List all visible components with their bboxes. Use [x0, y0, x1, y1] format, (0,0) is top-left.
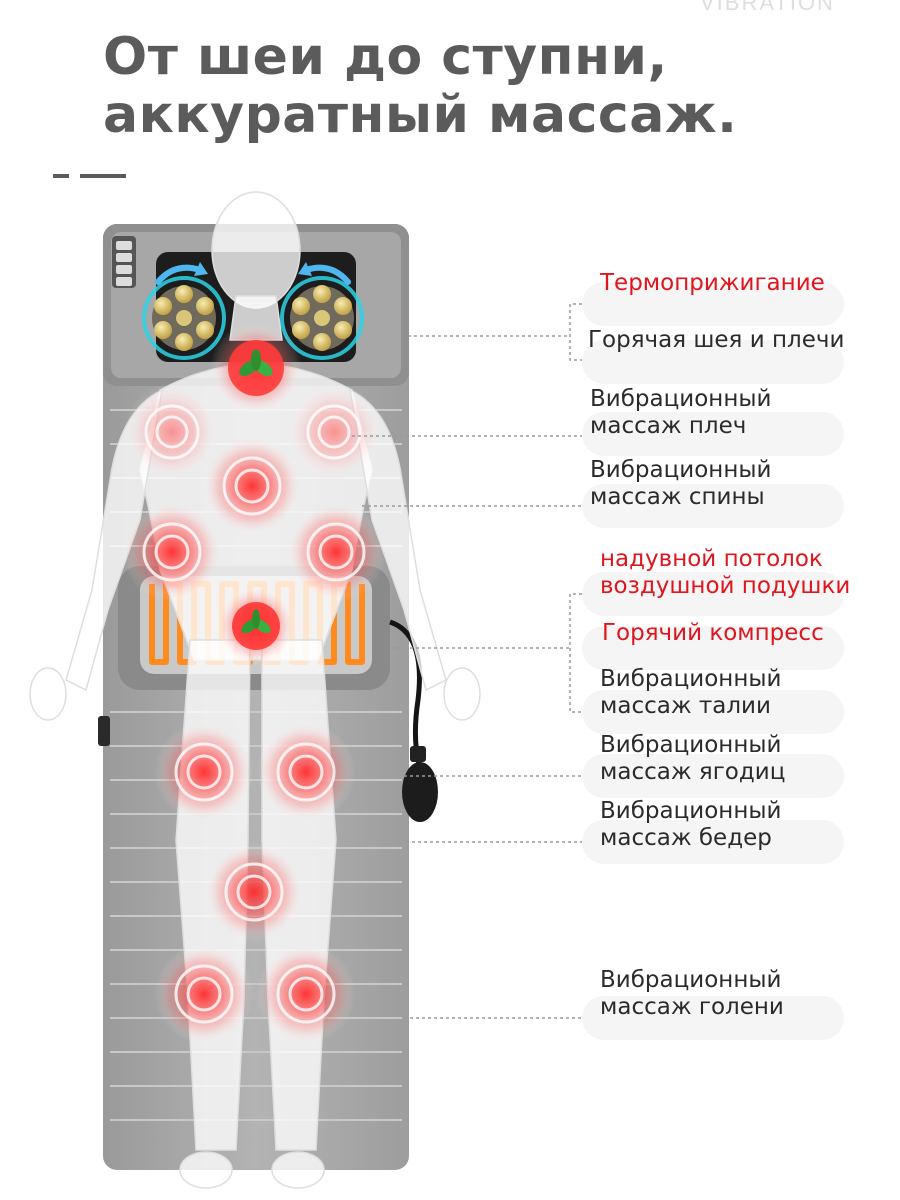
- remote-control-icon: [112, 236, 136, 288]
- herb-leaf-icon: [239, 349, 273, 376]
- title-line-2: аккуратный массаж.: [103, 85, 738, 145]
- label-waist-line1: Вибрационный: [600, 666, 782, 692]
- label-waist-line2: массаж талии: [600, 693, 771, 719]
- callout-lines: [352, 303, 582, 1019]
- label-shoulders-line2: массаж плеч: [590, 413, 747, 439]
- label-calves: Вибрационный массаж голени: [600, 967, 784, 1021]
- vibration-point-back: [202, 436, 302, 536]
- label-compress: Горячий компресс: [602, 620, 824, 646]
- vibration-point-waist-right: [286, 502, 386, 602]
- title-dash-long: [80, 174, 126, 178]
- pill-buttocks: [582, 754, 844, 798]
- vibration-point-calf-left: [154, 944, 254, 1044]
- page-title: От шеи до ступни, аккуратный массаж.: [103, 28, 737, 144]
- label-back-line2: массаж спины: [590, 484, 765, 510]
- label-calves-line2: массаж голени: [600, 994, 784, 1020]
- label-waist: Вибрационный массаж талии: [600, 666, 781, 720]
- vibration-point-waist-left: [122, 502, 222, 602]
- side-controller: [98, 716, 110, 746]
- pill-shoulders: [582, 412, 844, 456]
- pill-waist: [582, 690, 844, 734]
- pill-back: [582, 484, 844, 528]
- hot-compress-point: [216, 586, 296, 666]
- watermark: VIBRATION: [700, 0, 835, 15]
- vibration-point-shoulder-right: [286, 384, 382, 480]
- air-pump-icon: [402, 746, 438, 822]
- label-calves-line1: Вибрационный: [600, 967, 782, 993]
- pill-air: [582, 572, 844, 616]
- vibration-point-buttock-left: [154, 722, 254, 822]
- label-buttocks: Вибрационный массаж ягодиц: [600, 732, 785, 786]
- label-air: надувной потолок воздушной подушки: [600, 546, 850, 600]
- label-shoulders: Вибрационный массаж плеч: [590, 386, 771, 440]
- vibration-point-buttock-right: [256, 722, 356, 822]
- pill-thighs: [582, 820, 844, 864]
- label-air-line2: воздушной подушки: [600, 573, 851, 599]
- label-thighs-line2: массаж бедер: [600, 825, 772, 851]
- vibration-point-calf-right: [256, 944, 356, 1044]
- shiatsu-node-left: [142, 276, 226, 360]
- label-back-line1: Вибрационный: [590, 457, 772, 483]
- label-thermo: Термоприжигание: [600, 270, 825, 296]
- pill-compress: [582, 626, 844, 670]
- pill-thermo: [582, 282, 844, 326]
- pill-neck: [582, 340, 844, 384]
- title-dash-short: [53, 174, 69, 178]
- label-buttocks-line2: массаж ягодиц: [600, 759, 786, 785]
- shiatsu-node-right: [280, 276, 364, 360]
- label-thighs-line1: Вибрационный: [600, 798, 782, 824]
- vibration-point-shoulder-left: [124, 384, 220, 480]
- label-buttocks-line1: Вибрационный: [600, 732, 782, 758]
- label-air-line1: надувной потолок: [600, 546, 823, 572]
- title-line-1: От шеи до ступни,: [103, 27, 668, 87]
- label-neck: Горячая шея и плечи: [588, 327, 845, 353]
- rotation-arrow-icon: [155, 264, 351, 285]
- label-thighs: Вибрационный массаж бедер: [600, 798, 781, 852]
- pill-calves: [582, 996, 844, 1040]
- vibration-point-thigh: [204, 842, 304, 942]
- label-back: Вибрационный массаж спины: [590, 457, 771, 511]
- label-shoulders-line1: Вибрационный: [590, 386, 772, 412]
